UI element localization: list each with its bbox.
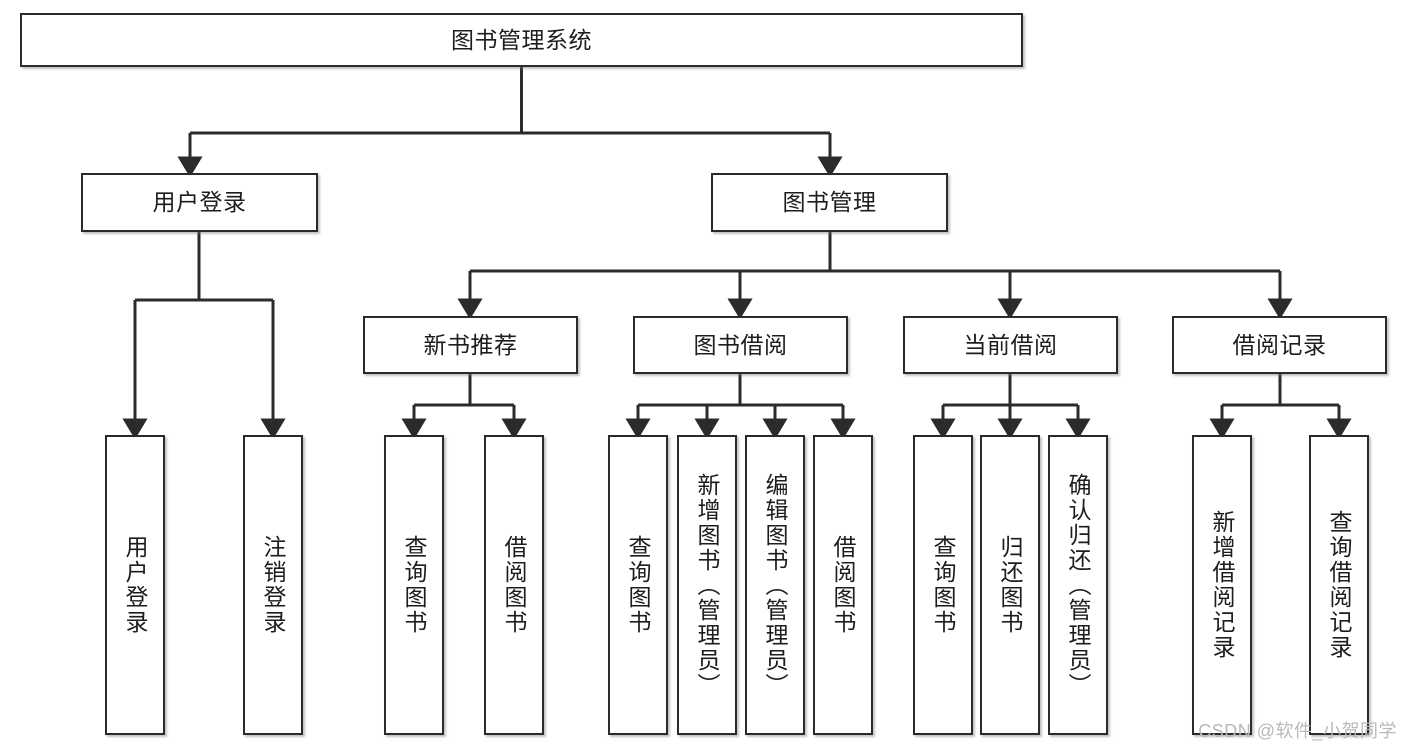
node-label: 查询借阅记录 xyxy=(1326,510,1353,660)
leaf-new-book-query[interactable]: 查询图书 xyxy=(384,435,444,735)
node-label: 归还图书 xyxy=(997,535,1024,635)
node-user-login[interactable]: 用户登录 xyxy=(81,173,318,232)
node-label: 用户登录 xyxy=(152,189,247,216)
node-label: 查询图书 xyxy=(401,535,428,635)
node-current-borrow[interactable]: 当前借阅 xyxy=(903,316,1118,374)
node-label: 查询图书 xyxy=(930,535,957,635)
csdn-watermark: CSDN @软件_小贺同学 xyxy=(1198,721,1397,741)
node-label: 借阅记录 xyxy=(1232,331,1327,358)
leaf-user-login-login[interactable]: 用户登录 xyxy=(105,435,165,735)
node-root-system[interactable]: 图书管理系统 xyxy=(20,13,1023,67)
node-book-management[interactable]: 图书管理 xyxy=(711,173,948,232)
leaf-book-borrow-borrow[interactable]: 借阅图书 xyxy=(813,435,873,735)
node-label: 编辑图书（管理员） xyxy=(762,472,789,698)
node-label: 新书推荐 xyxy=(423,331,518,358)
node-borrow-record[interactable]: 借阅记录 xyxy=(1172,316,1387,374)
node-label: 新增图书（管理员） xyxy=(694,472,721,698)
leaf-new-book-borrow[interactable]: 借阅图书 xyxy=(484,435,544,735)
node-label: 图书管理 xyxy=(782,189,877,216)
node-label: 新增借阅记录 xyxy=(1209,510,1236,660)
node-label: 图书借阅 xyxy=(693,331,788,358)
node-label: 用户登录 xyxy=(122,535,149,635)
leaf-borrow-record-add[interactable]: 新增借阅记录 xyxy=(1192,435,1252,735)
leaf-user-login-logout[interactable]: 注销登录 xyxy=(243,435,303,735)
node-new-book-recommend[interactable]: 新书推荐 xyxy=(363,316,578,374)
node-label: 图书管理系统 xyxy=(451,26,592,53)
node-book-borrow[interactable]: 图书借阅 xyxy=(633,316,848,374)
leaf-book-borrow-edit[interactable]: 编辑图书（管理员） xyxy=(745,435,805,735)
node-label: 注销登录 xyxy=(260,535,287,635)
node-label: 借阅图书 xyxy=(830,535,857,635)
leaf-borrow-record-query[interactable]: 查询借阅记录 xyxy=(1309,435,1369,735)
node-label: 查询图书 xyxy=(625,535,652,635)
node-label: 确认归还（管理员） xyxy=(1065,472,1092,698)
node-label: 当前借阅 xyxy=(963,331,1058,358)
node-label: 借阅图书 xyxy=(501,535,528,635)
leaf-current-borrow-query[interactable]: 查询图书 xyxy=(913,435,973,735)
leaf-book-borrow-query[interactable]: 查询图书 xyxy=(608,435,668,735)
leaf-book-borrow-add[interactable]: 新增图书（管理员） xyxy=(677,435,737,735)
leaf-current-borrow-confirm-return[interactable]: 确认归还（管理员） xyxy=(1048,435,1108,735)
leaf-current-borrow-return[interactable]: 归还图书 xyxy=(980,435,1040,735)
